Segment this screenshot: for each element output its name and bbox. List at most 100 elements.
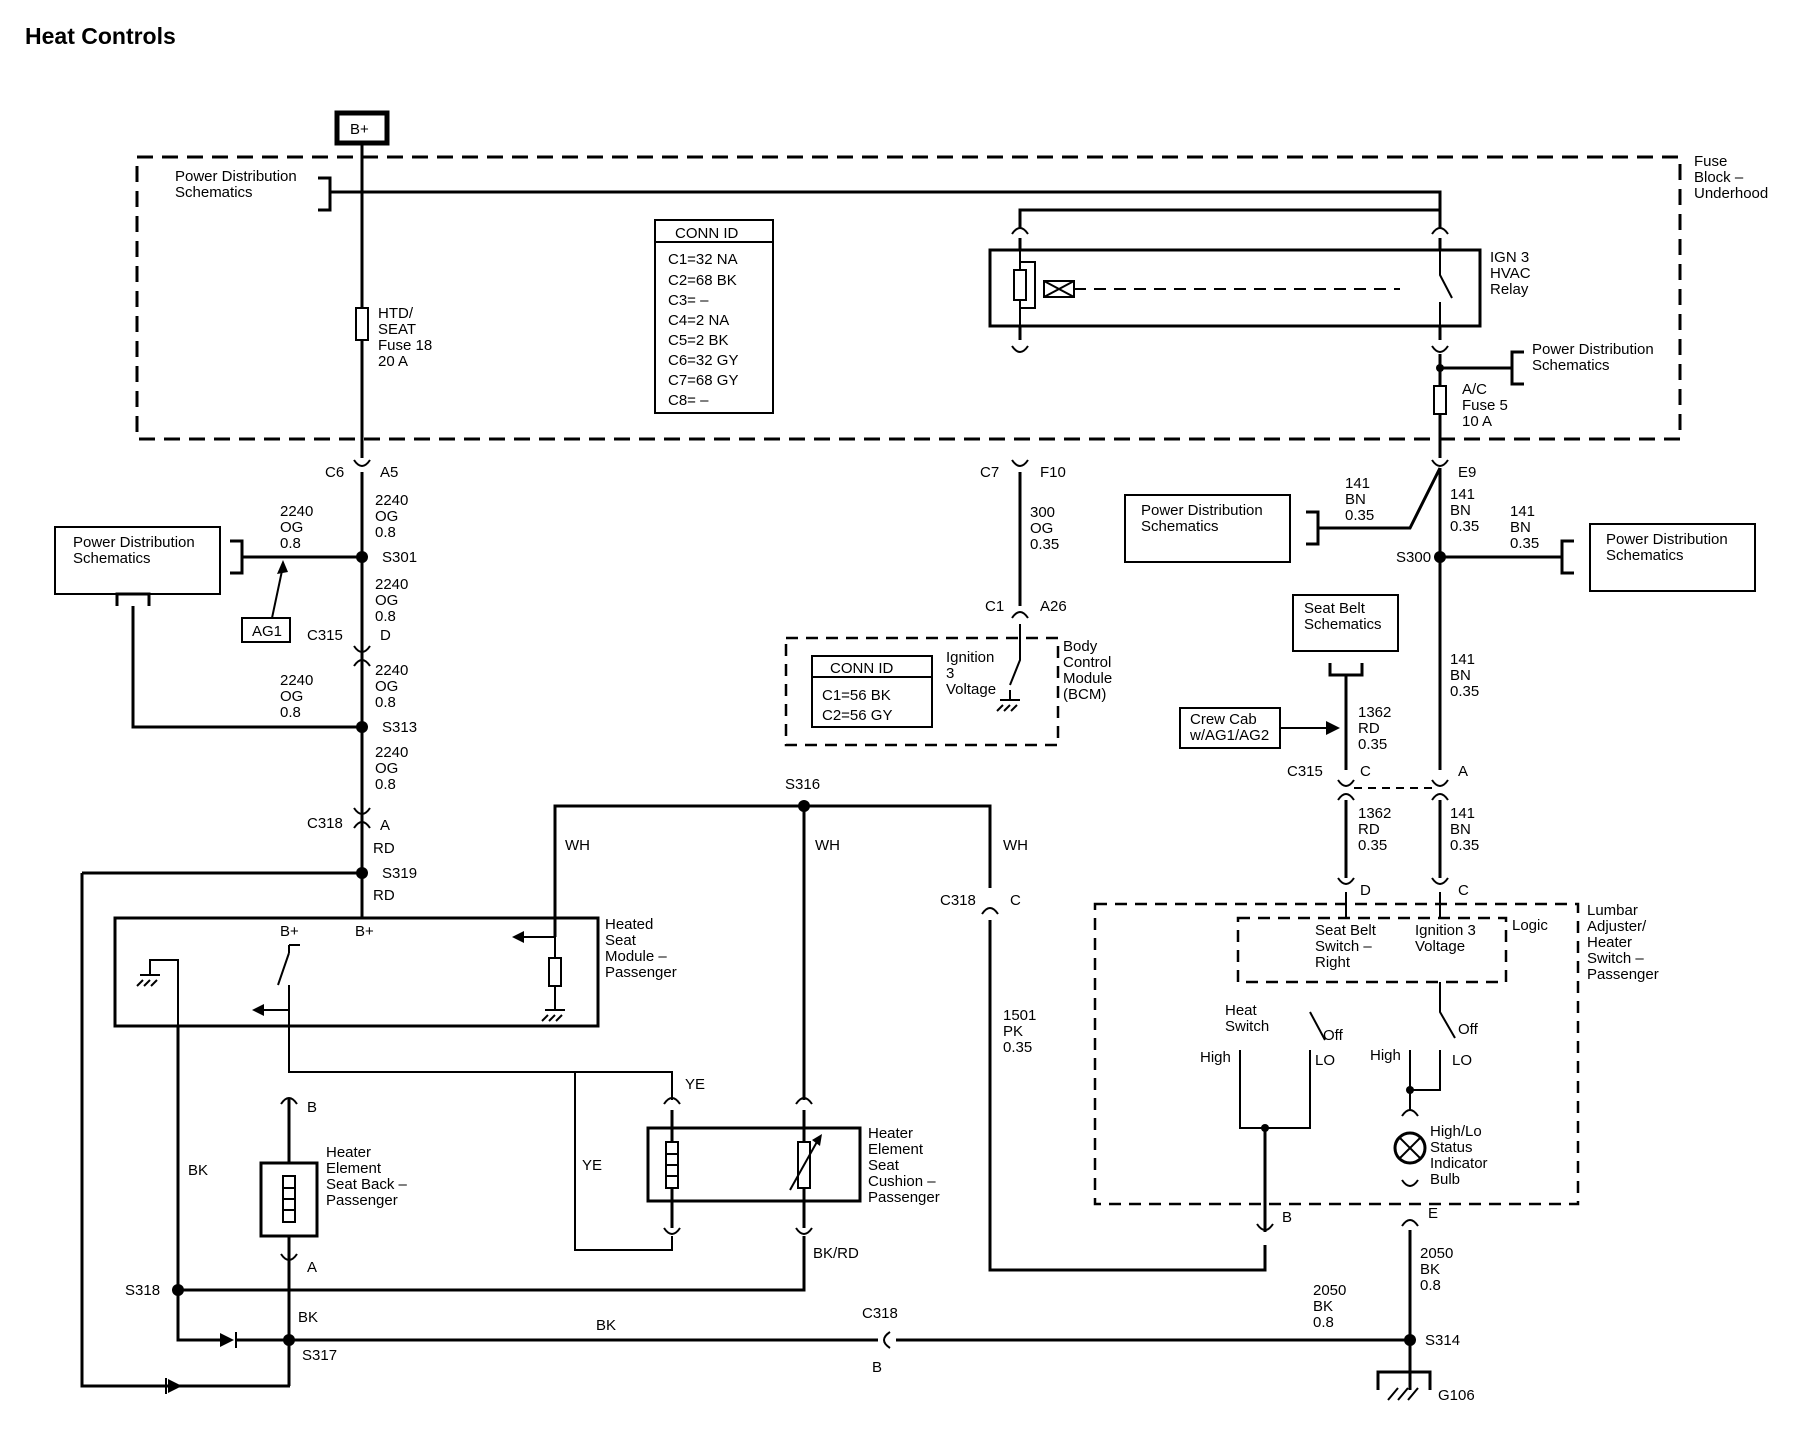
bk-label-3: BK [596, 1317, 616, 1334]
relay-in-stubs [1018, 238, 1442, 250]
hsm-ground-trace [149, 959, 179, 1026]
seat-belt-sch-label-1: Seat Belt [1304, 600, 1366, 617]
b-label-back: B [307, 1099, 317, 1116]
pds-bracket-1 [318, 176, 332, 212]
connector-c315-c [1337, 779, 1355, 787]
wire-2050-b: 2050 [1313, 1282, 1346, 1299]
ag1-label: AG1 [252, 623, 282, 640]
hsm-label-1: Heated [605, 916, 653, 933]
ye-label-1: YE [685, 1076, 705, 1093]
lo-label-left: LO [1315, 1052, 1335, 1069]
connector-c1-a26 [1011, 611, 1029, 619]
pds-label-3b: Schematics [73, 550, 151, 567]
pds-label-6b: Schematics [1606, 547, 1684, 564]
seat-belt-sch-box [1292, 594, 1399, 652]
c1-label: C1 [985, 598, 1004, 615]
wire-gauge-bn-d: 0.35 [1450, 683, 1479, 700]
seat-belt-bracket [1328, 663, 1364, 677]
connector-e-lumbar [1401, 1219, 1419, 1227]
wire-gauge-c: 0.8 [375, 608, 396, 625]
relay-label-1: IGN 3 [1490, 249, 1529, 266]
rd-label-1: RD [373, 840, 395, 857]
s300-label: S300 [1396, 549, 1431, 566]
s317-label: S317 [302, 1347, 337, 1364]
wire-2240-c: 2240 [375, 576, 408, 593]
indicator-bulb-cross [1398, 1136, 1422, 1160]
heat-switch-label-2: Switch [1225, 1018, 1269, 1035]
wire-rd-b: RD [1358, 821, 1380, 838]
fb-conn-c5: C5=2 BK [668, 332, 728, 349]
bk-ground-wire [176, 1026, 220, 1342]
hec-label-2: Element [868, 1141, 924, 1158]
wire-2240-e: 2240 [280, 672, 313, 689]
a-label-back: A [307, 1259, 317, 1276]
relay-conn-top-right [1431, 227, 1449, 235]
diode-lower [168, 1379, 182, 1393]
pds-bracket-5 [1306, 510, 1320, 546]
bcm-label-2: Control [1063, 654, 1111, 671]
f10-label: F10 [1040, 464, 1066, 481]
connector-bkrd-cushion [795, 1227, 813, 1235]
connector-c315-c-mate [1337, 793, 1355, 801]
htd-label-2: SEAT [378, 321, 416, 338]
wire-og-c: OG [375, 592, 398, 609]
heat-switch-blade-right [1439, 982, 1456, 1039]
heater-element-cushion-box [646, 1126, 862, 1203]
fb-conn-c8: C8= – [668, 392, 709, 409]
wire-1362-b: 1362 [1358, 805, 1391, 822]
c-label-lumbar: C [1458, 882, 1469, 899]
bcm-label-4: (BCM) [1063, 686, 1106, 703]
connector-ye-cushion [663, 1097, 681, 1105]
splice-s317 [283, 1334, 295, 1346]
c-label-c318: C [1010, 892, 1021, 909]
c315-label-right: C315 [1287, 763, 1323, 780]
c7-label: C7 [980, 464, 999, 481]
a5-label: A5 [380, 464, 398, 481]
wire-pk: PK [1003, 1023, 1023, 1040]
thermistor-arrow [789, 1139, 819, 1191]
pds-label-3a: Power Distribution [73, 534, 195, 551]
bkrd-label: BK/RD [813, 1245, 859, 1262]
wire-bn-b: BN [1450, 502, 1471, 519]
fb-conn-c1: C1=32 NA [668, 251, 738, 268]
connector-e9 [1431, 459, 1449, 467]
wire-bn-c: BN [1510, 519, 1531, 536]
wire-gauge-b: 0.8 [280, 535, 301, 552]
bulb-label-3: Indicator [1430, 1155, 1488, 1172]
connector-c318-b [883, 1331, 891, 1349]
wire-141-b: 141 [1450, 486, 1475, 503]
ac-fuse-label-3: 10 A [1462, 413, 1492, 430]
wire-gauge-2050-a: 0.8 [1420, 1277, 1441, 1294]
wire-141-e: 141 [1450, 805, 1475, 822]
connector-b-back [280, 1097, 298, 1105]
wire-gauge-d: 0.8 [375, 694, 396, 711]
hsm-switch [277, 944, 300, 986]
bulb-socket-bottom [1401, 1179, 1419, 1187]
heb-label-2: Element [326, 1160, 382, 1177]
hec-label-1: Heater [868, 1125, 913, 1142]
connector-c6-a5 [353, 459, 371, 467]
a26-label: A26 [1040, 598, 1067, 615]
pds-label-1b: Schematics [175, 184, 253, 201]
sbs-label-3: Right [1315, 954, 1351, 971]
bulb-label-1: High/Lo [1430, 1123, 1482, 1140]
sbs-label-2: Switch – [1315, 938, 1372, 955]
wire-gauge-e: 0.8 [280, 704, 301, 721]
bulb-label-2: Status [1430, 1139, 1473, 1156]
battery-label: B+ [350, 121, 369, 138]
relay-top-wire [1018, 208, 1440, 212]
pds-label-5a: Power Distribution [1141, 502, 1263, 519]
pds-bracket-2 [1510, 350, 1524, 386]
lumbar-label-2: Adjuster/ [1587, 918, 1647, 935]
relay-conn-bot-right [1431, 345, 1449, 353]
wire-gauge-f: 0.8 [375, 776, 396, 793]
ign3v-label-1: Ignition 3 [1415, 922, 1476, 939]
fb-conn-c3: C3= – [668, 292, 709, 309]
crew-cab-label-2: w/AG1/AG2 [1189, 727, 1269, 744]
heat-switch-blade-left [1309, 1011, 1326, 1041]
c318-label-b: C318 [862, 1305, 898, 1322]
wire-gauge-bn-b: 0.35 [1450, 518, 1479, 535]
bulb-label-4: Bulb [1430, 1171, 1460, 1188]
bcm-conn-c2: C2=56 GY [822, 707, 892, 724]
